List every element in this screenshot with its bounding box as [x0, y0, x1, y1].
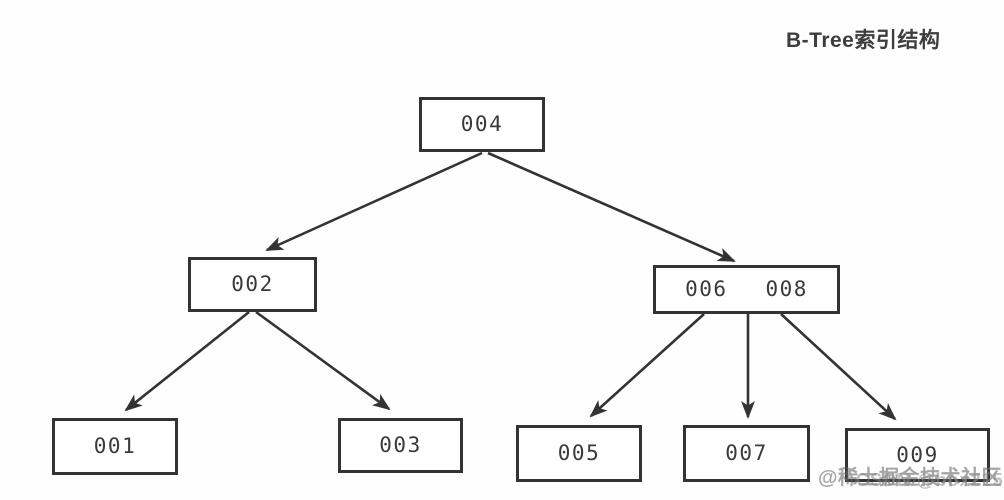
tree-node-005: 005 [516, 425, 642, 482]
edge-002-to-001 [124, 310, 250, 412]
node-key: 004 [460, 112, 504, 136]
tree-node-002: 002 [188, 257, 317, 312]
diagram-title: B-Tree索引结构 [786, 29, 941, 52]
edge-root-to-006008 [487, 151, 736, 263]
tree-node-007: 007 [683, 425, 810, 482]
node-key: 005 [557, 441, 601, 465]
tree-node-001: 001 [52, 418, 178, 475]
tree-node-006-008: 006 008 [653, 265, 840, 314]
node-key: 001 [93, 434, 137, 458]
tree-node-004: 004 [419, 97, 545, 152]
edge-002-to-003 [255, 310, 391, 411]
node-key: 002 [231, 272, 274, 296]
node-key: 007 [725, 441, 768, 465]
tree-node-003: 003 [338, 418, 463, 473]
node-key: 008 [765, 277, 808, 301]
edge-006008-to-005 [589, 313, 705, 418]
edge-root-to-002 [265, 151, 483, 252]
tree-node-009: 009 [845, 428, 990, 482]
node-key: 006 [685, 277, 728, 301]
node-key: 009 [896, 442, 939, 467]
node-key: 003 [379, 433, 422, 457]
edge-006008-to-009 [780, 313, 897, 421]
